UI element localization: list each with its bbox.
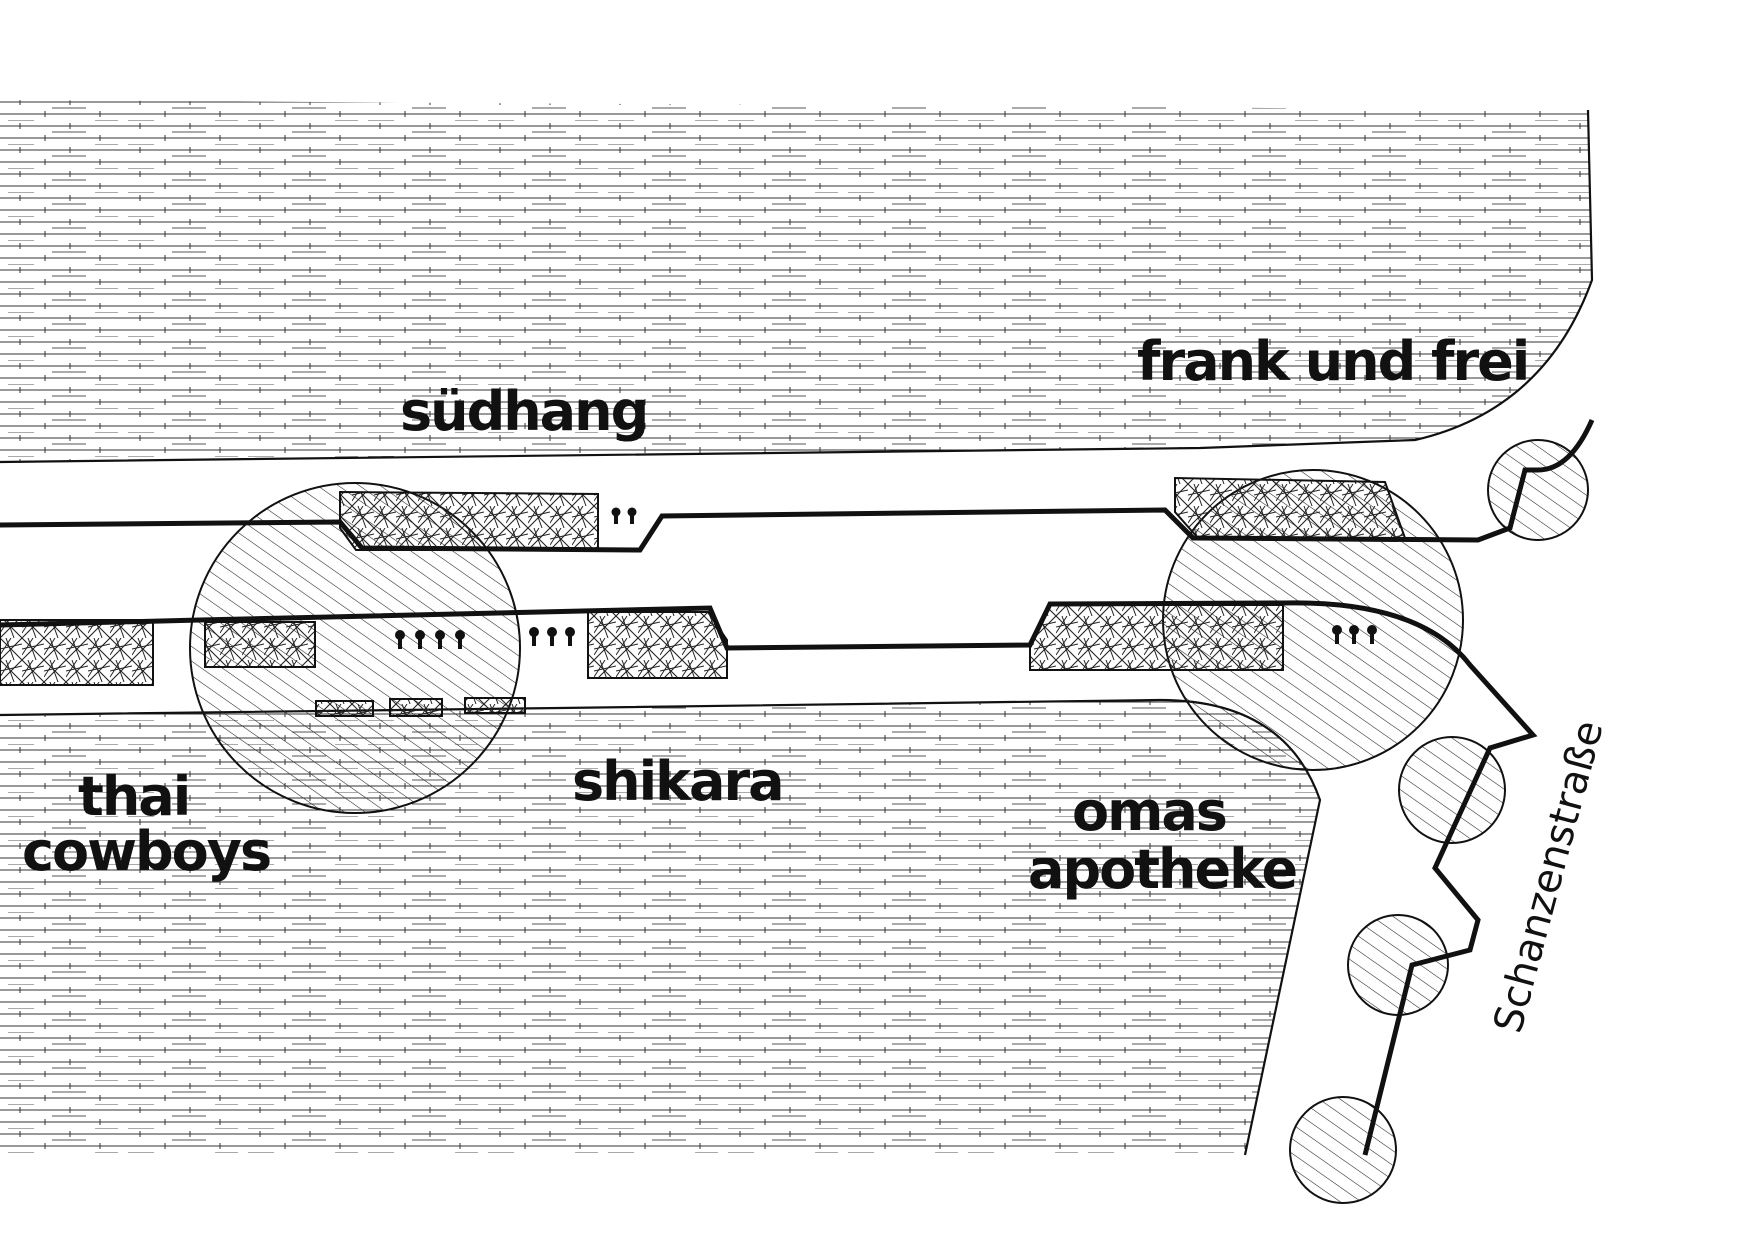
north-block-outline	[0, 109, 1594, 464]
terrace-suedhang	[339, 490, 599, 551]
bollards-east	[1332, 625, 1377, 644]
circle-zone-west	[189, 482, 521, 814]
terrace-frank-und-frei	[1174, 476, 1407, 539]
bench-3	[464, 697, 526, 714]
bollards-west-circle	[395, 630, 465, 649]
terrace-west-inner	[204, 621, 316, 668]
label-apotheke[interactable]: apotheke	[1028, 838, 1299, 901]
label-suedhang[interactable]: südhang	[400, 380, 649, 443]
street-circle-2	[1398, 736, 1506, 844]
terrace-shikara	[587, 611, 728, 679]
label-shikara[interactable]: shikara	[572, 750, 785, 813]
label-cowboys[interactable]: cowboys	[22, 820, 272, 883]
street-circle-3	[1347, 914, 1449, 1016]
route-upper[interactable]	[0, 418, 1595, 553]
label-schanzenstrasse[interactable]: Schanzenstraße	[1485, 716, 1612, 1038]
terrace-thai-cowboys	[0, 619, 154, 686]
bollards-suedhang	[611, 507, 637, 524]
label-omas[interactable]: omas	[1072, 780, 1228, 843]
bollards-shikara	[529, 627, 575, 646]
terrace-omas-apotheke	[1029, 604, 1284, 671]
south-building-block	[0, 700, 1320, 1155]
bench-2	[389, 698, 443, 717]
street-circle-4	[1289, 1096, 1397, 1204]
north-building-block	[0, 100, 1592, 462]
bench-1	[315, 700, 374, 717]
label-thai[interactable]: thai	[78, 765, 191, 828]
label-frank-und-frei[interactable]: frank und frei	[1137, 330, 1530, 393]
route-lower[interactable]	[0, 600, 1538, 1156]
